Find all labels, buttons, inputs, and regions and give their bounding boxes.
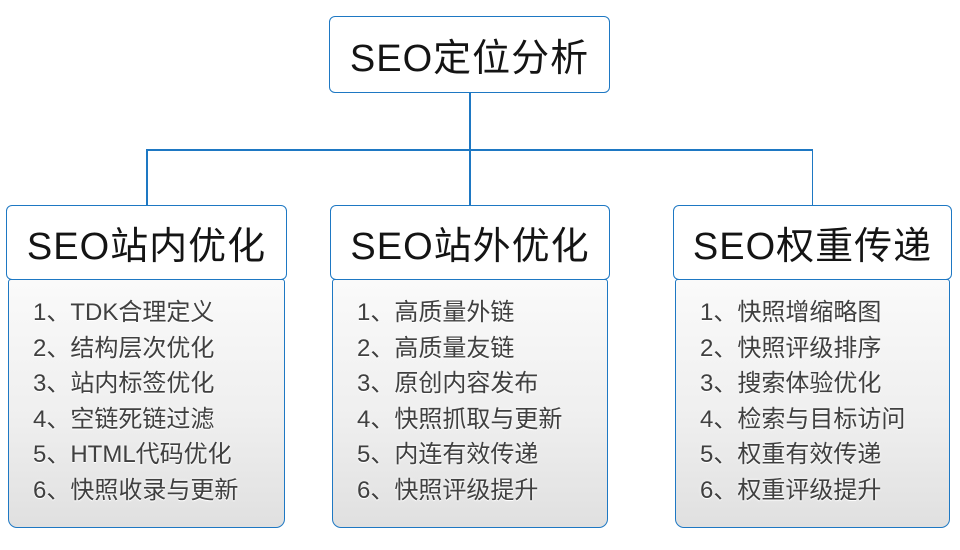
list-item: 1、快照增缩略图 bbox=[700, 299, 882, 326]
list-item: 5、HTML代码优化 bbox=[33, 441, 232, 468]
list-item: 1、TDK合理定义 bbox=[33, 299, 215, 326]
column-list-onsite: 1、TDK合理定义 2、结构层次优化 3、站内标签优化 4、空链死链过滤 5、H… bbox=[8, 279, 285, 528]
list-item: 2、快照评级排序 bbox=[700, 334, 882, 362]
list-item: 2、高质量友链 bbox=[357, 334, 515, 362]
column-title: SEO站内优化 bbox=[26, 226, 267, 268]
column-title: SEO站外优化 bbox=[350, 226, 590, 268]
column-list-offsite: 1、高质量外链 2、高质量友链 3、原创内容发布 4、快照抓取与更新 5、内连有… bbox=[332, 279, 608, 528]
list-item: 3、搜索体验优化 bbox=[700, 370, 882, 397]
column-header-weight: SEO权重传递 bbox=[673, 205, 952, 280]
list-item: 2、结构层次优化 bbox=[33, 334, 215, 362]
connector-root-vertical bbox=[469, 92, 471, 150]
list-item: 6、快照收录与更新 bbox=[33, 476, 239, 504]
list-item: 3、站内标签优化 bbox=[33, 370, 215, 397]
list-item: 6、权重评级提升 bbox=[700, 476, 882, 504]
list-item: 1、高质量外链 bbox=[357, 299, 515, 326]
root-node-seo-positioning: SEO定位分析 bbox=[329, 16, 610, 93]
column-title: SEO权重传递 bbox=[692, 226, 933, 268]
root-node-title: SEO定位分析 bbox=[349, 38, 590, 80]
list-item: 3、原创内容发布 bbox=[357, 370, 539, 397]
connector-left-vertical bbox=[146, 149, 148, 206]
column-header-offsite: SEO站外优化 bbox=[330, 205, 610, 280]
list-item: 4、快照抓取与更新 bbox=[357, 405, 563, 433]
connector-horizontal bbox=[146, 149, 813, 151]
column-header-onsite: SEO站内优化 bbox=[6, 205, 287, 280]
connector-right-vertical bbox=[811, 149, 813, 206]
list-item: 6、快照评级提升 bbox=[357, 476, 539, 504]
list-item: 4、空链死链过滤 bbox=[33, 405, 215, 433]
list-item: 5、内连有效传递 bbox=[357, 441, 539, 468]
column-list-weight: 1、快照增缩略图 2、快照评级排序 3、搜索体验优化 4、检索与目标访问 5、权… bbox=[675, 279, 950, 528]
list-item: 4、检索与目标访问 bbox=[700, 405, 906, 433]
list-item: 5、权重有效传递 bbox=[700, 441, 882, 468]
connector-middle-vertical bbox=[469, 149, 471, 206]
